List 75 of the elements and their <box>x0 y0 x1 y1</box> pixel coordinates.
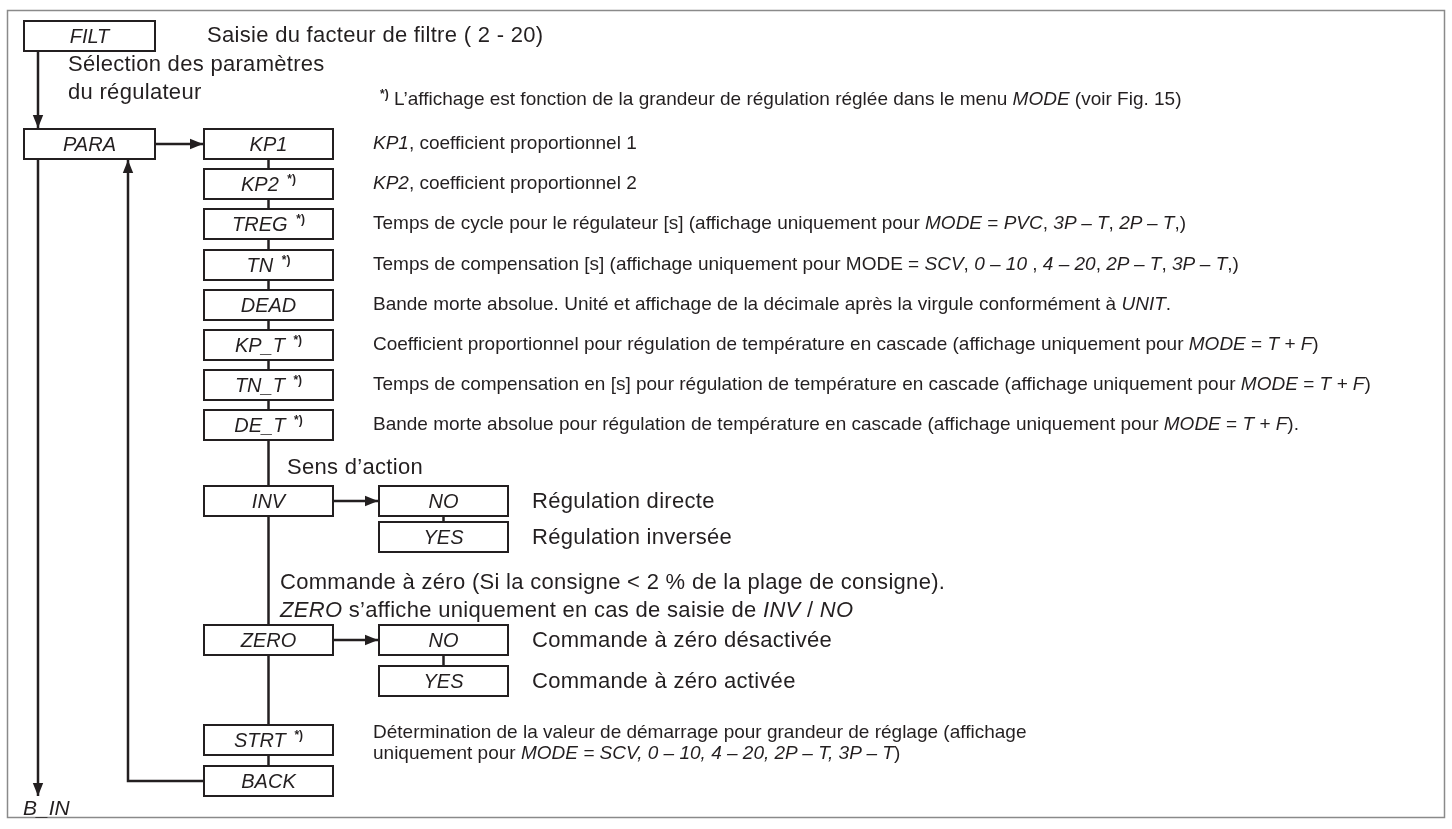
menu-box <box>23 128 156 160</box>
connector-line <box>267 361 270 369</box>
description-text: KP2, coefficient proportionnel 2 <box>373 171 637 195</box>
menu-box <box>378 624 509 656</box>
connector-line <box>267 160 270 168</box>
connector-line <box>267 401 270 409</box>
menu-box <box>203 329 334 361</box>
menu-item-text: DEAD <box>240 293 297 317</box>
arrow <box>334 495 378 507</box>
menu-item-text: STRT $^{*)}$ <box>233 728 304 752</box>
connector-line <box>267 240 270 249</box>
note-text: Sens d’action <box>287 453 423 481</box>
description-text: Régulation directe <box>532 487 715 515</box>
description-text: Bande morte absolue pour régulation de température en cascade (affichage uniquement pour MODE = T + F). <box>373 412 1299 436</box>
connector-line <box>442 517 445 521</box>
note-text: ZERO s’affiche uniquement en cas de saisie de INV / NO <box>280 596 854 624</box>
arrow <box>32 52 44 128</box>
connector-line <box>267 321 270 329</box>
menu-item-text: KP2 $^{*)}$ <box>241 172 296 196</box>
menu-item-text: KP1 <box>249 132 288 156</box>
description-text: Régulation inversée <box>532 523 733 551</box>
arrow <box>122 160 203 783</box>
description-text: Commande à zéro désactivée <box>532 626 833 654</box>
menu-box <box>203 369 334 401</box>
menu-box <box>203 624 334 656</box>
arrow <box>334 634 378 646</box>
menu-box <box>378 521 509 553</box>
menu-item-text: DE_T $^{*)}$ <box>234 413 303 437</box>
menu-item-text: PARA <box>63 132 116 156</box>
arrow <box>156 138 203 150</box>
connector-line <box>442 656 445 665</box>
menu-box <box>203 409 334 441</box>
connector-line <box>267 281 270 289</box>
menu-item-text: YES <box>423 525 464 549</box>
menu-box <box>23 20 156 52</box>
description-text: Coefficient proportionnel pour régulation de température en cascade (affichage uniquement pour MODE = T + F) <box>373 332 1319 356</box>
description-text: Commande à zéro activée <box>532 667 796 695</box>
menu-item-text: FILT <box>69 24 110 48</box>
connector-line <box>267 441 270 485</box>
menu-item-text: INV <box>251 489 286 513</box>
menu-item-text: NO <box>428 628 459 652</box>
description-text: Temps de compensation [s] (affichage uniquement pour MODE = SCV, 0 – 10 , 4 – 20, 2P – T, 3P – T,) <box>373 252 1239 276</box>
menu-box <box>378 485 509 517</box>
menu-item-text: TN $^{*)}$ <box>246 253 291 277</box>
menu-box <box>203 765 334 797</box>
note-text: Sélection des paramètres du régulateur <box>68 50 326 105</box>
note-text: $^{*)}$ L’affichage est fonction de la grandeur de régulation réglée dans le menu MODE (voir Fig. 15) <box>380 87 1182 112</box>
menu-item-text: YES <box>423 669 464 693</box>
menu-box <box>203 724 334 756</box>
menu-box <box>203 289 334 321</box>
menu-item-text: NO <box>428 489 459 513</box>
menu-item-text: KP_T $^{*)}$ <box>234 333 303 357</box>
menu-item-text: TN_T $^{*)}$ <box>234 373 303 397</box>
connector-line <box>267 517 270 624</box>
menu-box <box>378 665 509 697</box>
connector-line <box>267 756 270 765</box>
connector-line <box>267 656 270 724</box>
connector-line <box>267 200 270 208</box>
description-text: Détermination de la valeur de démarrage pour grandeur de réglage (affichage uniquement pour MODE = SCV, 0 – 10, 4 – 20, 2P – T, 3P – T) <box>373 722 1028 764</box>
description-text: Temps de compensation en [s] pour régulation de température en cascade (affichage uniquement pour MODE = T + F) <box>373 372 1371 396</box>
menu-label: B_IN <box>23 796 83 820</box>
menu-item-text: BACK <box>241 769 296 793</box>
menu-box <box>203 208 334 240</box>
menu-item-text: TREG $^{*)}$ <box>232 212 305 236</box>
note-text: Commande à zéro (Si la consigne < 2 % de la plage de consigne). <box>280 568 946 596</box>
description-text: Temps de cycle pour le régulateur [s] (affichage uniquement pour MODE = PVC, 3P – T, 2P – T,) <box>373 211 1187 235</box>
menu-box <box>203 249 334 281</box>
menu-box <box>203 168 334 200</box>
menu-box <box>203 485 334 517</box>
description-text: KP1, coefficient proportionnel 1 <box>373 131 637 155</box>
description-text: Bande morte absolue. Unité et affichage de la décimale après la virgule conformément à UNIT. <box>373 292 1172 316</box>
menu-box <box>203 128 334 160</box>
menu-item-text: ZERO <box>240 628 297 652</box>
arrow <box>32 160 44 796</box>
description-text: Saisie du facteur de filtre ( 2 - 20) <box>207 21 544 49</box>
